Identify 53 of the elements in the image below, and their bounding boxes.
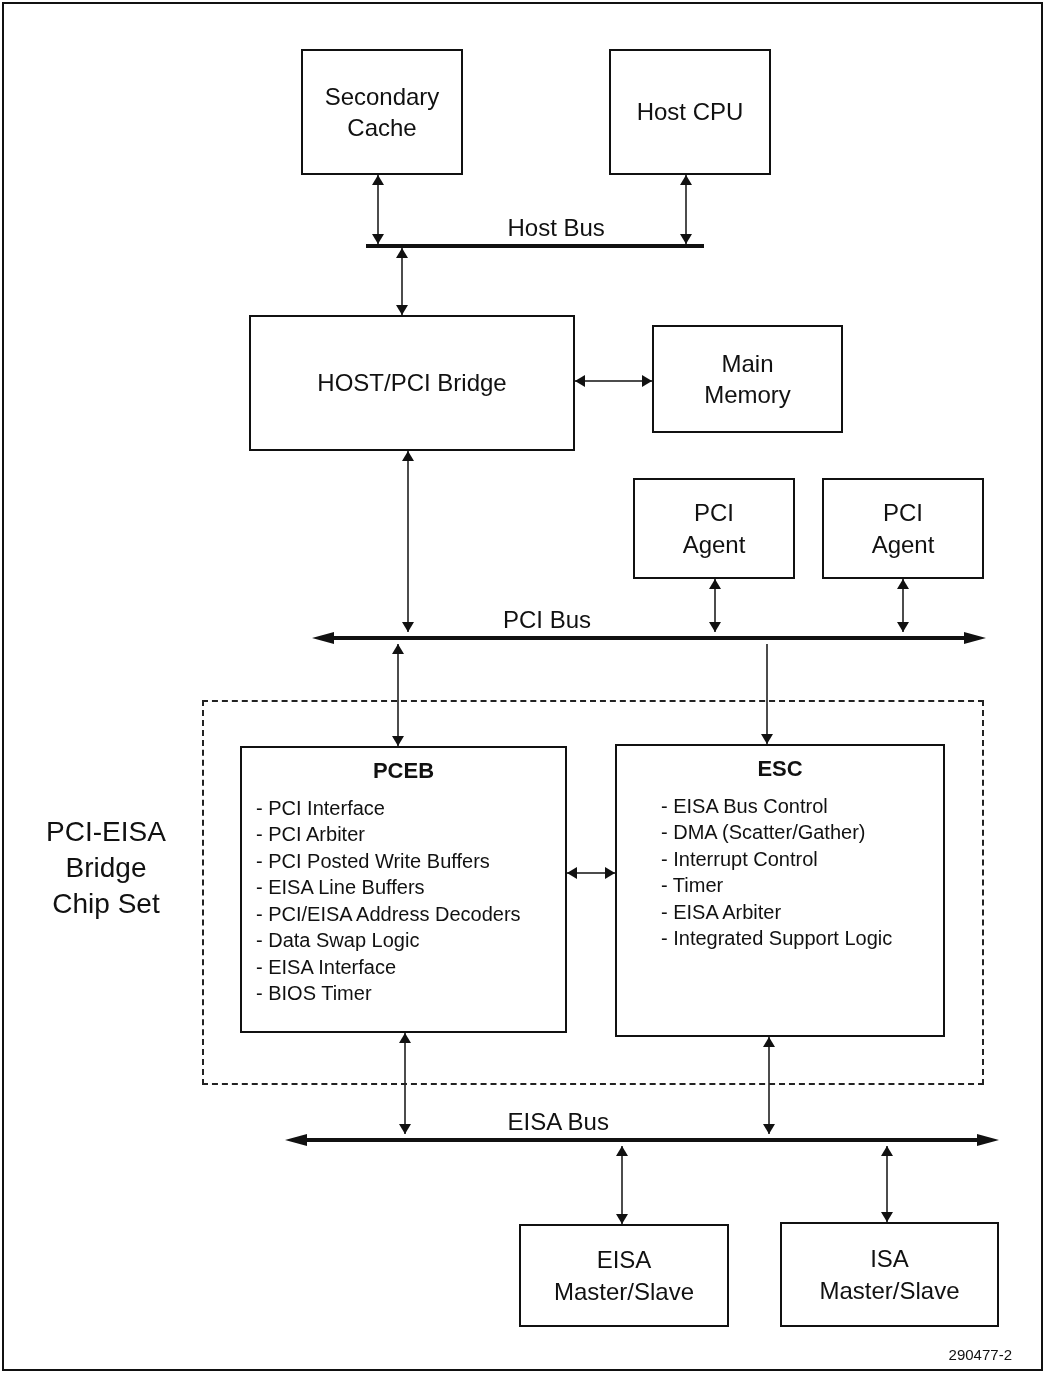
bus-label: EISA Bus	[507, 1108, 609, 1136]
component-box	[633, 478, 795, 579]
component-box	[301, 49, 463, 175]
arrow	[574, 375, 653, 387]
arrow	[709, 578, 721, 633]
group-label: PCI-EISA Bridge Chip Set	[45, 815, 167, 921]
box-label: HOST/PCI Bridge	[316, 368, 508, 399]
arrow	[402, 450, 414, 633]
feature-item: - PCI Arbiter	[256, 822, 365, 847]
arrow	[761, 643, 773, 745]
component-box	[249, 315, 575, 451]
arrow	[881, 1145, 893, 1223]
chip-box	[615, 744, 945, 1037]
component-box	[652, 325, 843, 433]
box-label: PCI Agent	[681, 498, 747, 560]
feature-item: - EISA Bus Control	[661, 793, 828, 819]
arrow	[616, 1145, 628, 1225]
component-box	[780, 1222, 999, 1327]
figure-number: 290477-2	[948, 1346, 1012, 1363]
box-label: Secondary Cache	[323, 81, 441, 143]
component-box	[519, 1224, 729, 1327]
feature-item: - EISA Interface	[256, 954, 397, 980]
feature-item: - DMA (Scatter/Gather)	[661, 820, 866, 845]
arrow	[566, 867, 616, 879]
feature-item: - EISA Arbiter	[661, 899, 782, 925]
arrow	[392, 643, 404, 747]
arrow	[399, 1032, 411, 1135]
feature-item: - Timer	[661, 873, 724, 898]
bus-label: Host Bus	[507, 214, 605, 242]
feature-item: - PCI Interface	[256, 795, 385, 821]
box-label: PCI Agent	[870, 498, 936, 560]
feature-item: - Data Swap Logic	[256, 928, 420, 953]
arrow	[372, 174, 384, 245]
chip-title: PCEB	[371, 758, 436, 785]
box-label: EISA Master/Slave	[552, 1245, 696, 1307]
feature-item: - PCI Posted Write Buffers	[256, 848, 490, 874]
feature-item: - Interrupt Control	[661, 846, 818, 872]
feature-item: - PCI/EISA Address Decoders	[256, 901, 521, 927]
component-box	[822, 478, 984, 579]
box-label: ISA Master/Slave	[818, 1244, 961, 1306]
arrow	[897, 578, 909, 633]
feature-item: - Integrated Support Logic	[661, 926, 893, 951]
bus-label: PCI Bus	[503, 606, 592, 634]
feature-item: - EISA Line Buffers	[256, 875, 425, 900]
arrow	[763, 1036, 775, 1135]
chip-title: ESC	[756, 756, 804, 783]
feature-item: - BIOS Timer	[256, 981, 372, 1006]
arrow	[396, 247, 408, 316]
chip-box	[240, 746, 567, 1033]
arrow	[680, 174, 692, 245]
box-label: Main Memory	[703, 348, 792, 410]
component-box	[609, 49, 771, 175]
box-label: Host CPU	[635, 97, 745, 128]
